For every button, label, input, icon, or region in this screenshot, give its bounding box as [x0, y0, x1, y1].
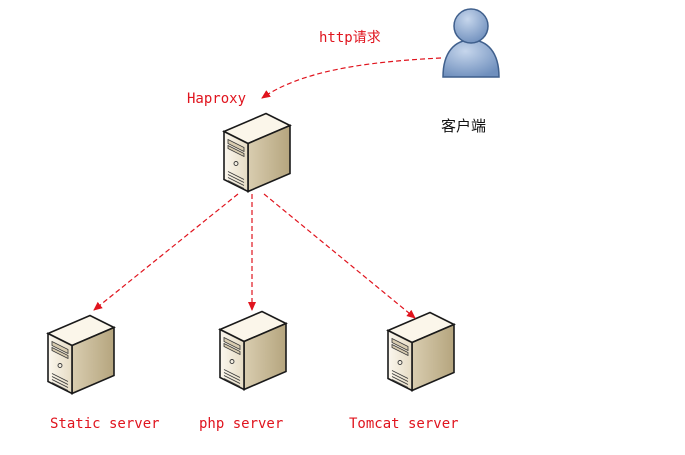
haproxy-server-icon: [223, 112, 291, 193]
haproxy-label: Haproxy: [187, 91, 247, 107]
arrow-to-tomcat-server: [263, 193, 416, 319]
tomcat-server-icon: [387, 311, 455, 392]
tomcat-server-label: Tomcat server: [349, 416, 459, 432]
arrow-to-static-server: [93, 193, 239, 311]
static-server-icon: [47, 314, 115, 395]
client-label: 客户端: [441, 117, 487, 135]
client-user-icon: [442, 8, 500, 78]
php-server-icon: [219, 310, 287, 391]
request-arrow: [261, 57, 442, 99]
static-server-label: Static server: [50, 416, 160, 432]
php-server-label: php server: [199, 416, 284, 432]
request-label: http请求: [319, 30, 381, 46]
